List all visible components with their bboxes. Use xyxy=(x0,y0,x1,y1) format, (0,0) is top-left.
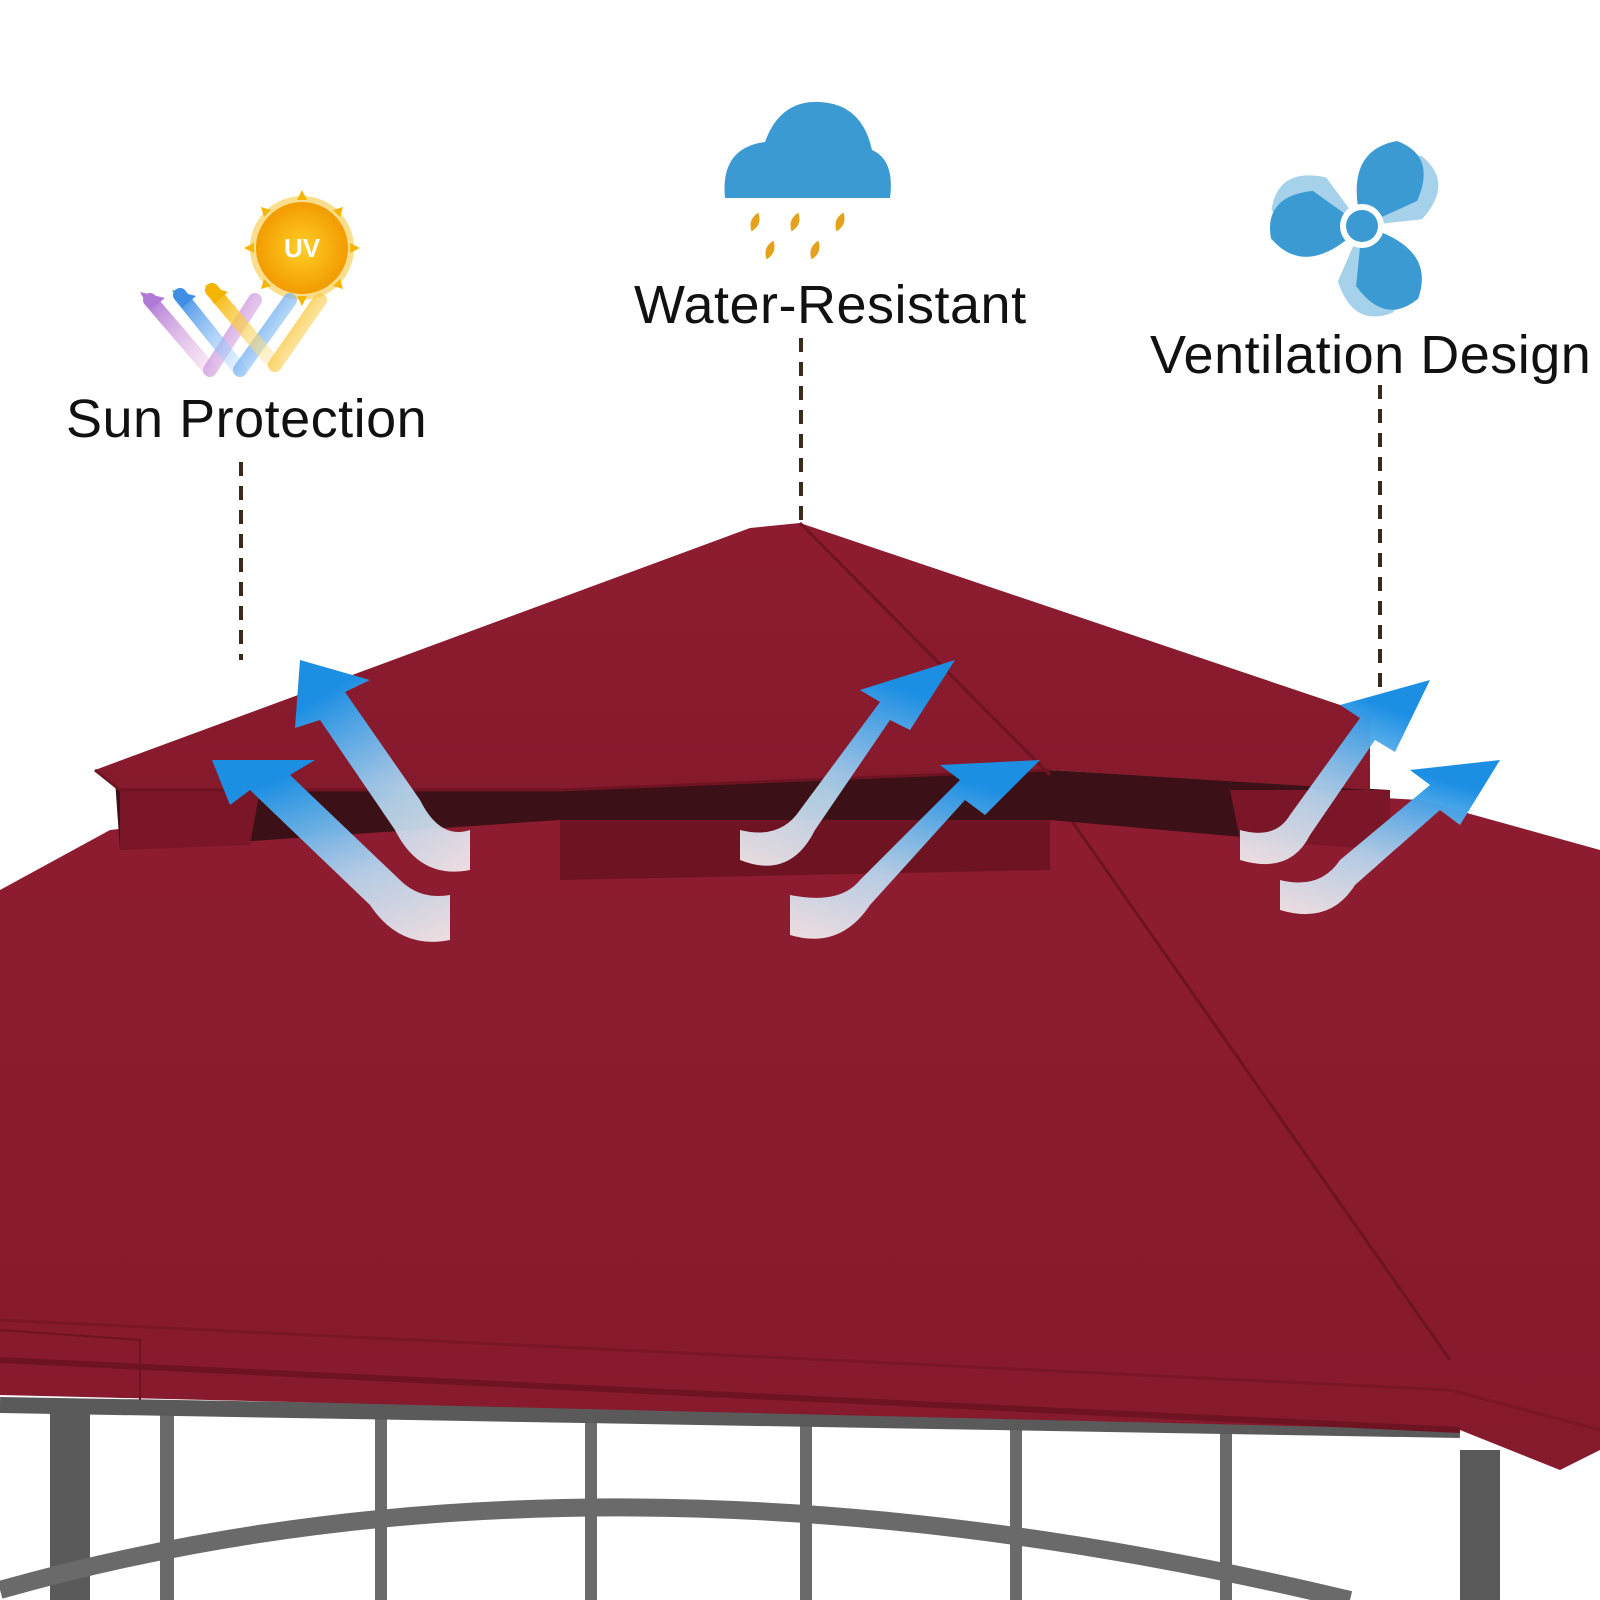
upper-canopy xyxy=(94,521,1370,792)
rain-cloud-icon xyxy=(724,101,891,260)
arrow-up-right-icon xyxy=(790,760,1040,939)
gazebo-frame xyxy=(0,1397,1500,1600)
arrow-up-right-icon xyxy=(1280,760,1500,915)
arrow-up-left-icon xyxy=(212,760,450,942)
arrow-up-left-icon xyxy=(295,660,470,872)
water-resistant-label: Water-Resistant xyxy=(634,275,1027,335)
fan-icon xyxy=(1270,141,1439,317)
arrow-up-right-icon xyxy=(740,660,955,866)
airflow-arrows xyxy=(212,660,1500,942)
sun-uv-icon: UV xyxy=(140,190,360,377)
arrow-up-right-icon xyxy=(1240,680,1430,865)
leader-lines xyxy=(239,338,1382,695)
lower-canopy xyxy=(0,780,1600,1470)
ventilation-design-label: Ventilation Design xyxy=(1150,325,1592,385)
uv-badge-text: UV xyxy=(284,233,321,263)
sun-protection-label: Sun Protection xyxy=(66,389,428,449)
